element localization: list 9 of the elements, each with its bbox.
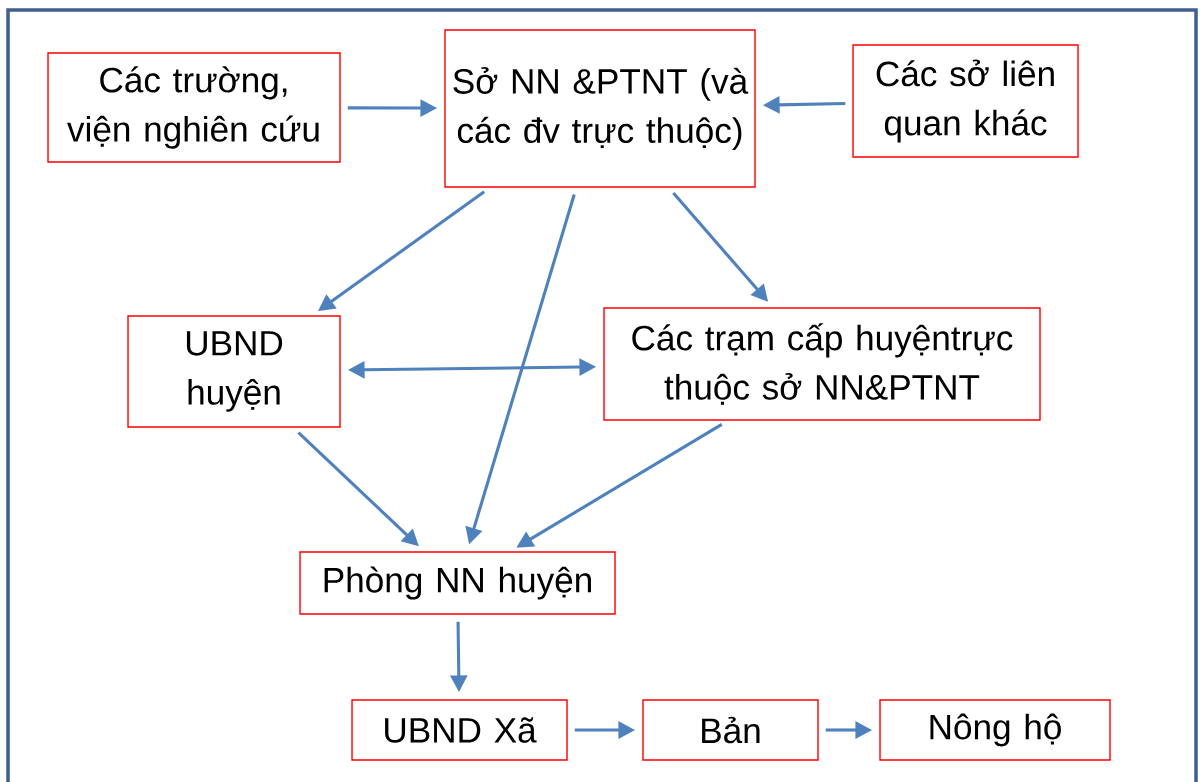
- process-box: Các trường, viện nghiên cứu: [47, 52, 341, 163]
- process-box: Các trạm cấp huyệntrực thuộc sở NN&PTNT: [603, 307, 1041, 421]
- process-box: Bản: [642, 699, 819, 761]
- process-box: UBND Xã: [351, 699, 568, 761]
- process-box: Nông hộ: [879, 699, 1111, 761]
- process-box: Phòng NN huyện: [299, 551, 616, 615]
- process-box: Các sở liên quan khác: [852, 44, 1079, 158]
- process-box: Sở NN &PTNT (và các đv trực thuộc): [444, 29, 756, 188]
- process-box: UBND huyện: [127, 315, 341, 428]
